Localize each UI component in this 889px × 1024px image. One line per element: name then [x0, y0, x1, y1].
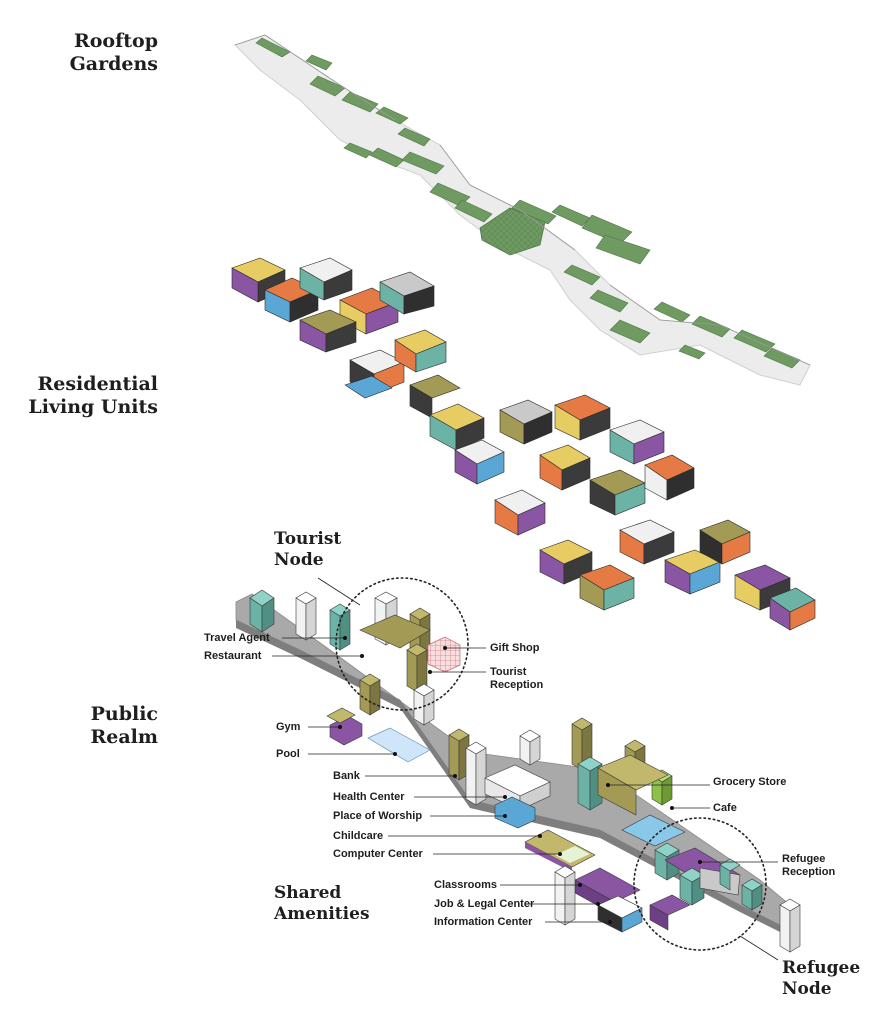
cafe-block: [621, 814, 686, 847]
heading-line: Realm: [90, 726, 158, 748]
heading-residential-living-units: Residential Living Units: [10, 373, 158, 419]
label-gift-shop: Gift Shop: [490, 642, 540, 654]
label-information-center: Information Center: [434, 916, 533, 928]
label-travel-agent: Travel Agent: [204, 632, 270, 644]
central-garden-court: [479, 207, 546, 256]
label-line: Reception: [490, 679, 544, 691]
heading-refugee-node: Refugee Node: [782, 958, 860, 1000]
label-cafe: Cafe: [713, 802, 737, 814]
heading-public-realm: Public Realm: [40, 703, 158, 749]
label-restaurant: Restaurant: [204, 650, 262, 662]
label-bank: Bank: [333, 770, 360, 782]
heading-line: Node: [274, 550, 324, 570]
heading-line: Living Units: [28, 396, 158, 418]
shared-amenities-blocks: [554, 865, 643, 933]
leader-dots: [338, 636, 702, 924]
label-place-of-worship: Place of Worship: [333, 810, 423, 822]
label-computer-center: Computer Center: [333, 848, 423, 860]
label-childcare: Childcare: [333, 830, 384, 842]
heading-line: Refugee: [782, 958, 861, 978]
label-line: Reception: [782, 866, 836, 878]
label-job-legal-center: Job & Legal Center: [434, 898, 535, 910]
label-gym: Gym: [276, 721, 301, 733]
heading-line: Gardens: [69, 53, 158, 75]
heading-line: Amenities: [274, 904, 370, 924]
gift-shop-block: [427, 636, 461, 673]
heading-line: Residential: [37, 373, 158, 395]
heading-line: Node: [782, 979, 832, 999]
heading-shared-amenities: Shared Amenities: [274, 883, 370, 925]
refugee-node-circle: [633, 817, 767, 951]
heading-line: Tourist: [274, 529, 342, 549]
tourist-node-circle: [335, 577, 469, 711]
residential-units-layer: [231, 257, 816, 631]
heading-line: Shared: [274, 883, 342, 903]
label-line: Tourist: [490, 666, 527, 678]
label-health-center: Health Center: [333, 791, 405, 803]
garden-patches: [255, 37, 801, 369]
label-line: Refugee: [782, 853, 826, 865]
heading-rooftop-gardens: Rooftop Gardens: [40, 30, 158, 76]
leader-lines: [272, 577, 779, 961]
heading-line: Public: [90, 703, 158, 725]
place-of-worship-block: [494, 796, 536, 829]
label-pool: Pool: [276, 748, 300, 760]
heading-line: Rooftop: [73, 30, 158, 52]
public-realm-layer: [235, 577, 801, 961]
refugee-node-blocks: [649, 842, 801, 953]
roof-edges: [234, 34, 811, 366]
label-classrooms: Classrooms: [434, 879, 497, 891]
label-refugee-reception: Refugee Reception: [782, 853, 835, 879]
heading-tourist-node: Tourist Node: [274, 529, 341, 571]
label-grocery-store: Grocery Store: [713, 776, 787, 788]
rooftop-gardens-layer: [234, 34, 811, 386]
tourist-low-block: [359, 614, 431, 649]
tourist-node-towers: [249, 589, 435, 726]
central-towers: [448, 717, 673, 811]
label-tourist-reception: Tourist Reception: [490, 666, 543, 692]
